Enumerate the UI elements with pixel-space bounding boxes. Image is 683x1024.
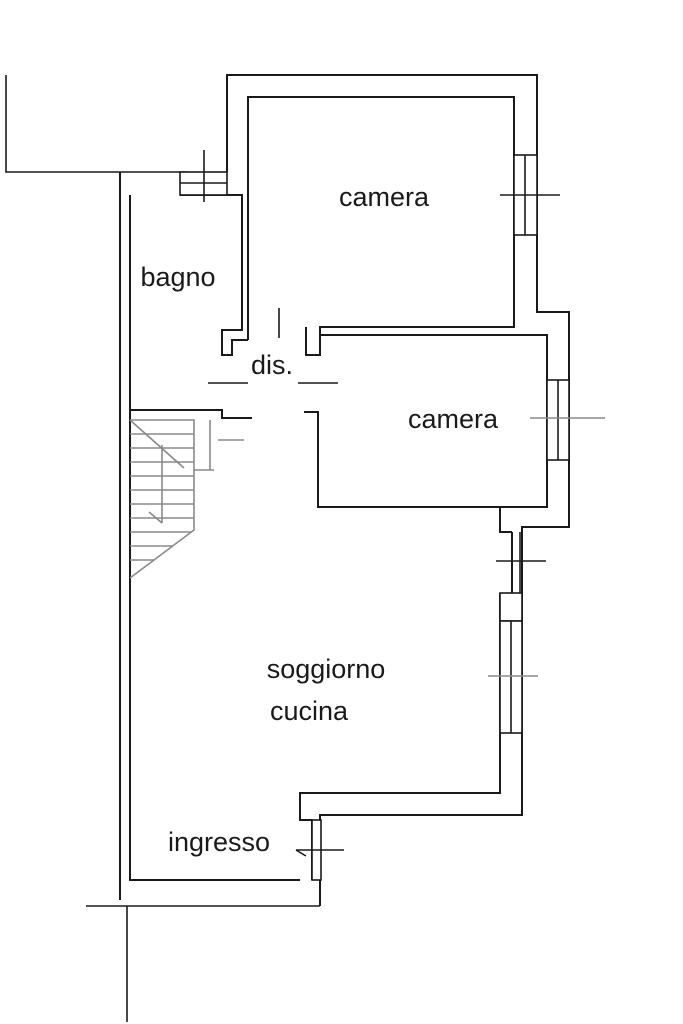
living-walls [130,409,512,880]
property-lines [5,75,320,1022]
camera-right-walls [304,334,548,508]
room-label-disimpegno: dis. [251,350,293,380]
room-label-ingresso: ingresso [168,827,270,857]
entrance-door [295,819,344,881]
door-living-east [496,532,546,593]
room-label-camera-right: camera [408,404,499,434]
window-top-camera [500,154,560,236]
window-right-camera [530,379,605,461]
room-label-bagno: bagno [140,262,215,292]
room-label-soggiorno: soggiorno [267,654,386,684]
staircase [129,419,244,579]
room-label-camera-top: camera [339,182,430,212]
room-label-cucina: cucina [270,696,349,726]
hallway-lines [208,308,338,384]
window-living [488,592,538,734]
window-bagno [179,150,228,202]
camera-top-walls [247,96,515,356]
